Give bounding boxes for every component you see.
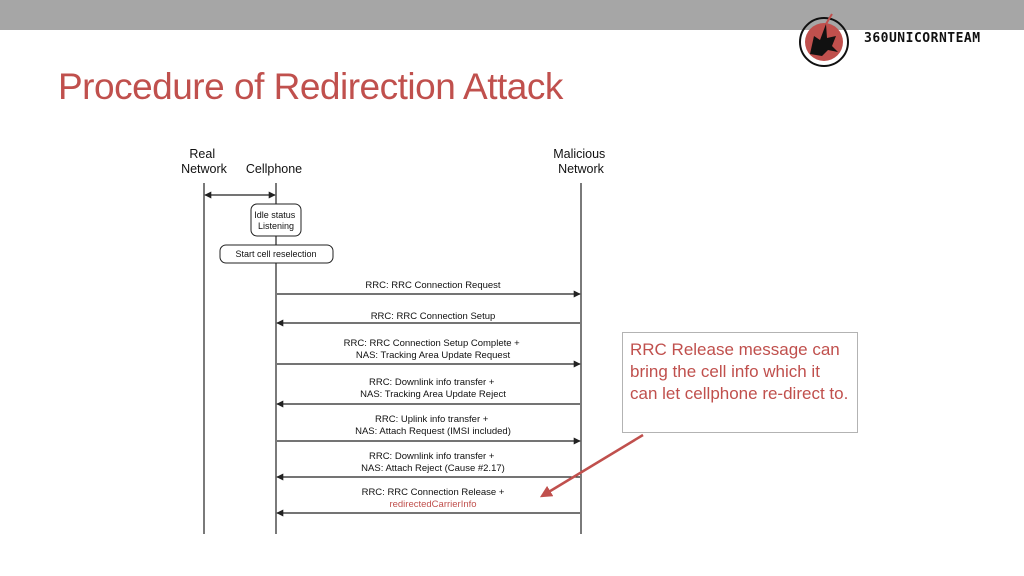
brand-name: 360UNICORNTEAM [864,31,981,46]
message-label: RRC: RRC Connection Request [365,280,501,291]
message-label: RRC: Downlink info transfer + NAS: Track… [360,377,506,400]
redirected-carrier-info-label: redirectedCarrierInfo [389,499,476,510]
lifeline-label-cellphone: Cellphone [246,162,302,176]
idle-status-label: Idle status Listening [254,210,298,231]
message-label: RRC: Uplink info transfer + NAS: Attach … [355,414,511,437]
cell-reselection-box [219,244,334,264]
callout-pointer-arrow [539,433,644,498]
top-bar [0,0,1024,30]
unicorn-icon [799,13,849,67]
message-label: RRC: RRC Connection Release + [362,487,505,498]
message-label: RRC: Downlink info transfer + NAS: Attac… [361,451,505,474]
lifeline-label-malicious: Malicious Network [553,147,609,176]
callout-text: RRC Release message can bring the cell i… [630,340,849,403]
callout-box: RRC Release message can bring the cell i… [622,332,858,433]
message-label: RRC: RRC Connection Setup [371,311,496,322]
message-label: RRC: RRC Connection Setup Complete + NAS… [344,338,523,361]
brand-logo: 360UNICORNTEAM [796,10,1024,74]
slide-title: Procedure of Redirection Attack [58,66,563,107]
lifeline-label-real: Real Network [181,147,228,176]
idle-status-box [250,203,302,237]
cell-reselection-label: Start cell reselection [235,249,316,259]
